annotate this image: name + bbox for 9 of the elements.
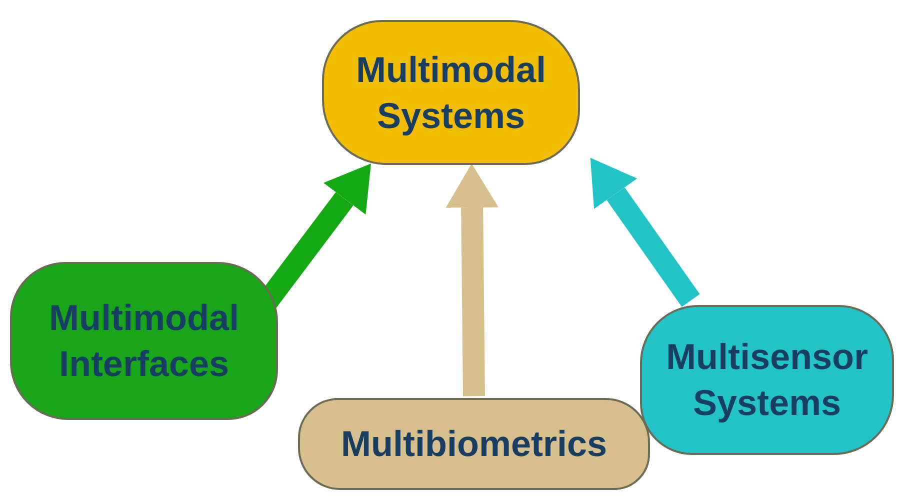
node-label: Multibiometrics bbox=[340, 422, 608, 466]
node-label: Multisensor Systems bbox=[664, 335, 870, 425]
arrow bbox=[590, 158, 700, 307]
node-label: Multimodal Systems bbox=[355, 48, 547, 138]
rounded-node bbox=[298, 398, 650, 490]
rounded-node bbox=[640, 305, 894, 455]
rounded-node bbox=[10, 262, 278, 420]
arrow bbox=[446, 164, 498, 396]
node-label: Multimodal Interfaces bbox=[48, 296, 240, 386]
